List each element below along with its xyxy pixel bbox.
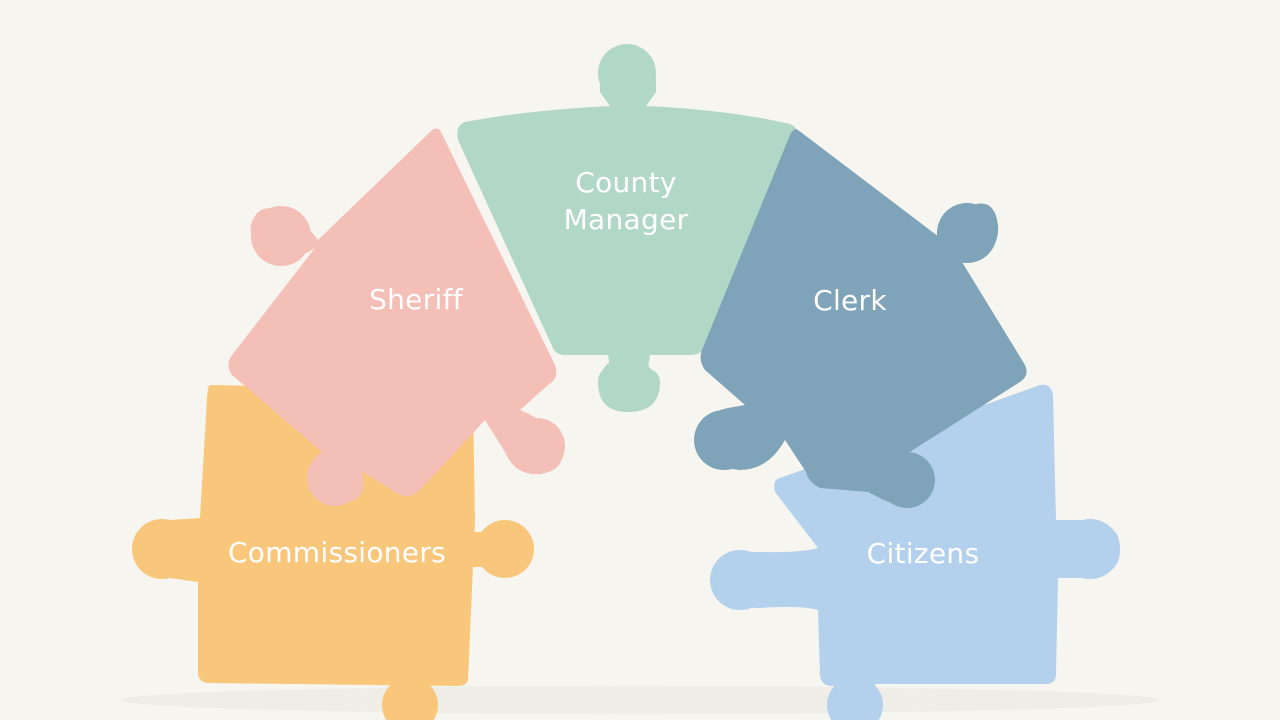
- county-manager-label-line1: County: [575, 166, 677, 199]
- citizens-piece-shape: [710, 384, 1120, 720]
- sheriff-label: Sheriff: [369, 283, 464, 316]
- county-manager-piece-shape: [457, 44, 798, 412]
- clerk-piece: Clerk: [694, 129, 1027, 508]
- commissioners-label: Commissioners: [228, 536, 446, 569]
- floor-shadow: [120, 686, 1160, 714]
- clerk-label: Clerk: [813, 284, 887, 317]
- county-manager-piece: County Manager: [457, 44, 798, 412]
- citizens-piece: Citizens: [710, 384, 1120, 720]
- citizens-label: Citizens: [867, 537, 980, 570]
- county-manager-label-line2: Manager: [564, 203, 689, 236]
- sheriff-piece: Sheriff: [228, 128, 565, 506]
- clerk-piece-shape: [694, 129, 1027, 508]
- sheriff-piece-shape: [228, 128, 565, 506]
